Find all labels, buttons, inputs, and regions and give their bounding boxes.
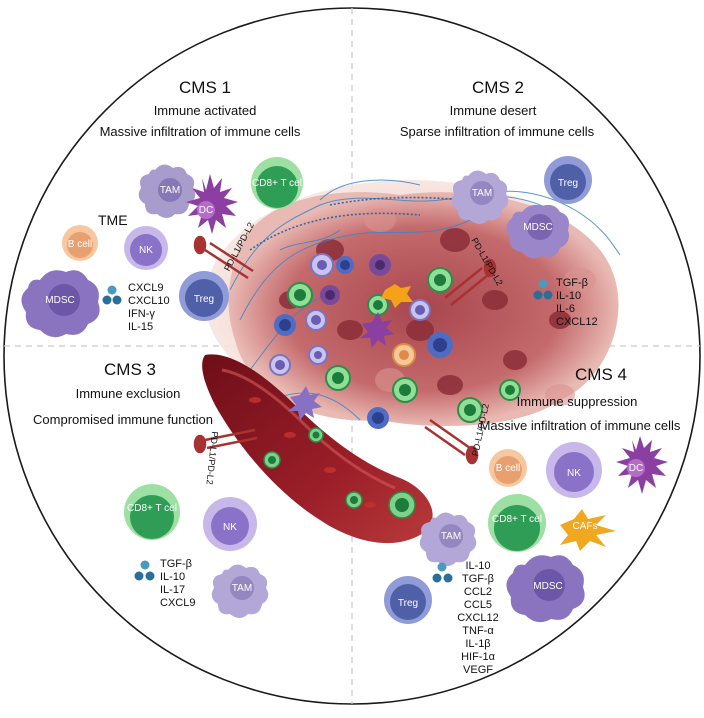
- cms4-cytokine-6: TNF-α: [462, 625, 494, 637]
- cms1-cytokine-4: IL-15: [128, 321, 154, 333]
- cms1-cytokines: CXCL9 CXCL10 IFN-γ IL-15: [128, 282, 170, 334]
- tam-cell-cms1: TAM: [138, 164, 196, 218]
- cms1-description: Massive infiltration of immune cells: [99, 124, 301, 139]
- cms2-description: Sparse infiltration of immune cells: [399, 124, 595, 139]
- cms3-cytokine-2: IL-10: [160, 571, 186, 583]
- cms1-cytokine-3: IFN-γ: [128, 308, 155, 320]
- tam-cell-cms4: TAM: [419, 512, 477, 566]
- cms4-cytokine-9: VEGF: [463, 664, 493, 676]
- mdsc-label-cms2: MDSC: [523, 222, 552, 233]
- dc-label-cms1: DC: [199, 205, 213, 216]
- mdsc-cell-cms4: MDSC: [506, 555, 585, 623]
- treg-label-cms2: Treg: [558, 178, 578, 189]
- cms2-title: CMS 2: [472, 78, 524, 97]
- cd8-cell-cms4: CD8+ T cel: [488, 494, 546, 552]
- tam-label-cms2: TAM: [472, 188, 492, 199]
- cms1-cytokine-2: CXCL10: [128, 295, 170, 307]
- cms2-cytokine-2: IL-10: [556, 290, 582, 302]
- cms4-cytokine-7: IL-1β: [465, 638, 491, 650]
- cafs-label-cms4: CAFs: [573, 521, 598, 532]
- cms4-title: CMS 4: [575, 365, 627, 384]
- cms4-cytokine-8: HIF-1α: [461, 651, 495, 663]
- treg-cell-cms1: Treg: [179, 271, 229, 321]
- nk-cell-cms3: NK: [203, 497, 257, 551]
- treg-cell-cms4: Treg: [384, 576, 432, 624]
- cms2-cytokines: TGF-β IL-10 IL-6 CXCL12: [556, 277, 598, 329]
- cafs-cell-cms4: CAFs: [560, 509, 616, 551]
- cms4-subtitle: Immune suppression: [516, 394, 638, 409]
- cms4-cytokine-3: CCL2: [463, 586, 493, 598]
- cms3-description: Compromised immune function: [33, 412, 213, 427]
- mdsc-cell-cms2: MDSC: [506, 204, 569, 259]
- cms3-cytokine-4: CXCL9: [160, 597, 196, 609]
- dc-label-cms4: DC: [629, 463, 643, 474]
- cms2-cytokine-1: TGF-β: [556, 277, 588, 289]
- mdsc-label-cms1: MDSC: [45, 295, 74, 306]
- nk-label-cms3: NK: [223, 522, 237, 533]
- cms1-subtitle: Immune activated: [153, 103, 257, 118]
- tme-label: TME: [98, 212, 128, 228]
- cytokine-icon-cms4: [432, 562, 453, 583]
- cms3-cytokine-3: IL-17: [160, 584, 186, 596]
- treg-label-cms1: Treg: [194, 294, 214, 305]
- tam-cell-cms3: TAM: [211, 564, 269, 618]
- cms2-subtitle: Immune desert: [449, 103, 537, 118]
- cytokine-icon-cms2: [533, 279, 553, 300]
- cms4-cytokine-4: CCL5: [463, 599, 493, 611]
- treg-label-cms4: Treg: [398, 598, 418, 609]
- blood-vessel: [202, 354, 433, 544]
- cytokine-icon-cms3: [134, 560, 155, 581]
- cms2-cytokine-4: CXCL12: [556, 316, 598, 328]
- mdsc-cell-cms1: MDSC: [21, 270, 100, 338]
- tam-label-cms4: TAM: [441, 531, 461, 542]
- cms4-cytokine-1: IL-10: [465, 560, 491, 572]
- nk-label-cms1: NK: [139, 245, 153, 256]
- tam-label-cms1: TAM: [160, 185, 180, 196]
- tam-label-cms3: TAM: [232, 583, 252, 594]
- bcell-label-cms1: B cell: [68, 239, 92, 250]
- nk-cell-cms4: NK: [546, 442, 602, 498]
- cd8-cell-cms3: CD8+ T cel: [124, 484, 180, 540]
- dc-cell-cms4: DC: [616, 436, 668, 494]
- cms3-cytokines: TGF-β IL-10 IL-17 CXCL9: [160, 558, 195, 610]
- cms4-cytokine-5: CXCL12: [457, 612, 499, 624]
- tumor-infiltrating-cells: [269, 253, 521, 429]
- cd8-cell-cms1: CD8+ T cel: [251, 157, 303, 209]
- cms3-title: CMS 3: [104, 360, 156, 379]
- cms2-cytokine-3: IL-6: [556, 303, 575, 315]
- cms4-description: Massive infiltration of immune cells: [479, 418, 681, 433]
- treg-cell-cms2: Treg: [544, 156, 592, 204]
- cd8-label-cms3: CD8+ T cel: [127, 503, 177, 514]
- cd8-label-cms4: CD8+ T cel: [492, 514, 542, 525]
- cms1-cytokine-1: CXCL9: [128, 282, 164, 294]
- cms3-cytokine-1: TGF-β: [160, 558, 192, 570]
- cd8-label-cms1: CD8+ T cel: [252, 178, 302, 189]
- cms3-subtitle: Immune exclusion: [75, 386, 181, 401]
- cms1-title: CMS 1: [179, 78, 231, 97]
- nk-cell-cms1: NK: [124, 226, 168, 270]
- bcell-cms4: B cell: [489, 449, 527, 487]
- checkpoint-receptors: [193, 235, 497, 465]
- bcell-label-cms4: B cell: [496, 463, 520, 474]
- bcell-cms1: B cell: [62, 225, 98, 261]
- tam-cell-cms2: TAM: [451, 170, 509, 224]
- cytokine-icon-cms1: [102, 285, 122, 305]
- nk-label-cms4: NK: [567, 468, 581, 479]
- dc-cell-cms1: DC: [186, 174, 238, 234]
- cms4-cytokine-2: TGF-β: [461, 573, 494, 585]
- mdsc-label-cms4: MDSC: [533, 581, 562, 592]
- cms4-cytokines: IL-10 TGF-β CCL2 CCL5 CXCL12 TNF-α IL-1β…: [457, 560, 499, 677]
